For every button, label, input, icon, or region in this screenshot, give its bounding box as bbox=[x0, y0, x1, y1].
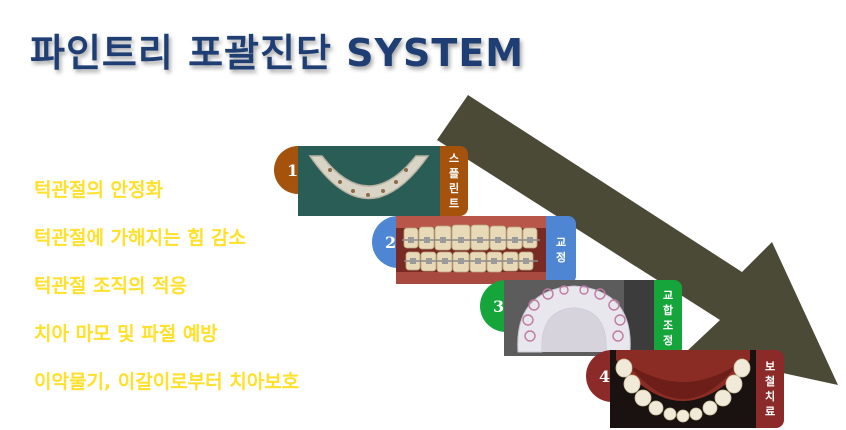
benefit-item: 턱관절 조직의 적응 bbox=[34, 275, 188, 297]
label-char: 료 bbox=[764, 405, 776, 418]
braces-photo bbox=[396, 216, 546, 284]
label-char: 교 bbox=[555, 236, 567, 249]
label-char: 교 bbox=[662, 289, 674, 302]
benefit-item: 이악물기, 이갈이로부터 치아보호 bbox=[34, 371, 300, 393]
label-char: 치 bbox=[764, 390, 776, 403]
label-char: 플 bbox=[448, 167, 460, 180]
step-label: 교 합 조 정 bbox=[654, 280, 682, 356]
step-label: 교 정 bbox=[546, 216, 576, 284]
label-char: 린 bbox=[448, 182, 460, 195]
label-char: 정 bbox=[555, 251, 567, 264]
step-number: 3 bbox=[493, 296, 505, 316]
step-number: 4 bbox=[599, 366, 611, 386]
label-char: 트 bbox=[448, 197, 460, 210]
label-char: 스 bbox=[448, 152, 460, 165]
step-number: 1 bbox=[287, 160, 299, 180]
benefit-list: 턱관절의 안정화 턱관절에 가해지는 힘 감소 턱관절 조직의 적응 치아 마모… bbox=[34, 178, 299, 418]
occlusal-model-photo bbox=[504, 280, 654, 356]
prosthesis-photo bbox=[610, 350, 756, 428]
splint-photo bbox=[298, 146, 440, 216]
page-title: 파인트리 포괄진단 SYSTEM bbox=[30, 31, 525, 75]
step-label: 스 플 린 트 bbox=[440, 146, 468, 216]
step-number: 2 bbox=[385, 232, 397, 252]
label-char: 철 bbox=[764, 375, 776, 388]
step-label: 보 철 치 료 bbox=[756, 350, 784, 428]
benefit-item: 턱관절의 안정화 bbox=[34, 179, 163, 201]
label-char: 보 bbox=[764, 360, 776, 373]
benefit-item: 치아 마모 및 파절 예방 bbox=[34, 323, 218, 345]
benefit-item: 턱관절에 가해지는 힘 감소 bbox=[34, 227, 247, 249]
label-char: 조 bbox=[662, 319, 674, 332]
label-char: 정 bbox=[662, 334, 674, 347]
label-char: 합 bbox=[662, 304, 674, 317]
